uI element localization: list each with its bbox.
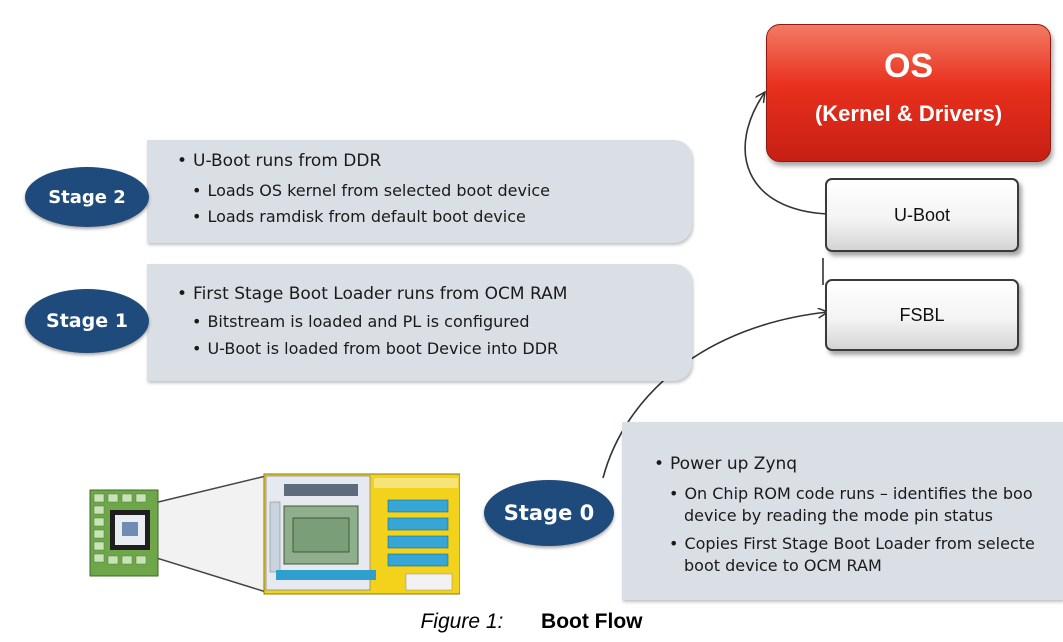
stage0-item-1-cont: device by reading the mode pin status xyxy=(684,506,994,525)
os-box: OS (Kernel & Drivers) xyxy=(766,24,1051,162)
stage1-item-2: U-Boot is loaded from boot Device into D… xyxy=(192,339,558,358)
arrow-uboot-to-os xyxy=(744,92,829,215)
stage1-item-1: Bitstream is loaded and PL is configured xyxy=(192,312,529,331)
figure-caption: Figure 1: Boot Flow xyxy=(0,610,1063,634)
stage0-oval: Stage 0 xyxy=(484,480,614,546)
stage1-box: First Stage Boot Loader runs from OCM RA… xyxy=(147,264,692,381)
stage0-item-1: On Chip ROM code runs – identifies the b… xyxy=(669,484,1032,503)
stage2-oval: Stage 2 xyxy=(25,167,149,227)
stage1-oval: Stage 1 xyxy=(25,289,149,353)
stage0-box: Power up Zynq On Chip ROM code runs – id… xyxy=(622,422,1063,600)
stage2-item-1: Loads OS kernel from selected boot devic… xyxy=(192,181,550,200)
stage0-item-2: Copies First Stage Boot Loader from sele… xyxy=(669,534,1034,553)
stage2-box: U-Boot runs from DDR Loads OS kernel fro… xyxy=(147,140,692,243)
stage0-label: Stage 0 xyxy=(503,501,595,525)
fsbl-label: FSBL xyxy=(899,304,945,325)
stage2-item-2: Loads ramdisk from default boot device xyxy=(192,207,525,226)
uboot-box: U-Boot xyxy=(825,178,1019,252)
stage0-item-2-cont: boot device to OCM RAM xyxy=(684,556,882,575)
stage0-main: Power up Zynq xyxy=(654,454,797,474)
stage1-main: First Stage Boot Loader runs from OCM RA… xyxy=(177,284,567,304)
uboot-label: U-Boot xyxy=(893,204,951,225)
figure-number: Figure 1: xyxy=(420,610,504,633)
os-subtitle: (Kernel & Drivers) xyxy=(814,101,1003,126)
figure-title: Boot Flow xyxy=(541,610,643,633)
stage2-label: Stage 2 xyxy=(48,186,126,208)
fsbl-box: FSBL xyxy=(825,279,1019,351)
stage2-main: U-Boot runs from DDR xyxy=(177,151,381,171)
os-title: OS xyxy=(883,47,934,85)
zynq-board-illustration xyxy=(89,473,460,595)
stage1-label: Stage 1 xyxy=(46,310,128,332)
